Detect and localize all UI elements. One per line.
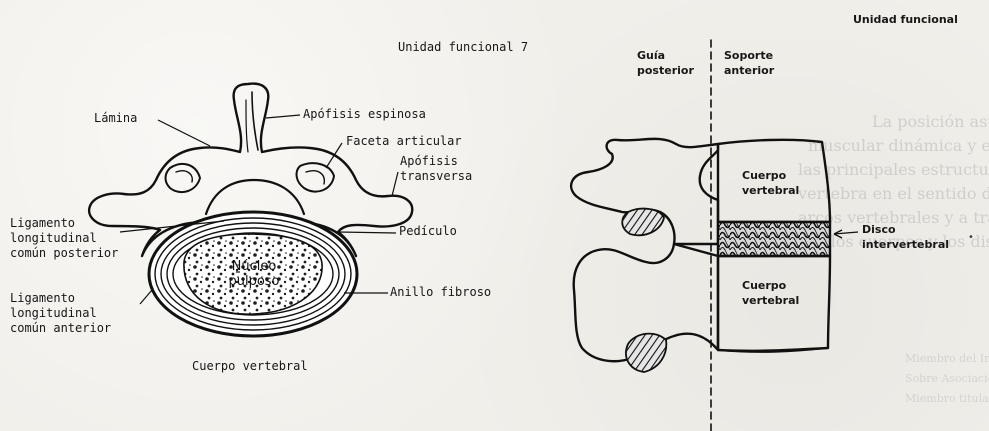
right-articular-facet xyxy=(297,163,334,191)
sagittal-unit xyxy=(571,40,830,431)
label-anillo-fibroso: Anillo fibroso xyxy=(390,285,491,300)
label-disco-intervertebral: Disco intervertebral xyxy=(862,222,949,252)
label-nucleo-pulposo: Núcleo pulposo xyxy=(216,259,292,289)
label-cuerpo-vertebral-top: Cuerpo vertebral xyxy=(742,168,799,198)
label-faceta-articular: Faceta articular xyxy=(346,134,462,149)
label-cuerpo-vertebral: Cuerpo vertebral xyxy=(192,359,308,374)
label-apofisis-transversa: Apófisis transversa xyxy=(400,154,472,184)
upper-facet-joint xyxy=(622,209,664,236)
label-guia-posterior: Guía posterior xyxy=(637,48,694,78)
label-soporte-anterior: Soporte anterior xyxy=(724,48,774,78)
lower-facet-joint xyxy=(626,334,666,372)
label-cuerpo-vertebral-bottom: Cuerpo vertebral xyxy=(742,278,799,308)
stray-mark: • xyxy=(968,232,974,243)
label-ligamento-anterior: Ligamento longitudinal común anterior xyxy=(10,291,111,336)
label-ligamento-posterior: Ligamento longitudinal común posterior xyxy=(10,216,118,261)
left-articular-facet xyxy=(166,164,201,192)
figure-title: Unidad funcional 7 xyxy=(398,40,528,55)
label-apofisis-espinosa: Apófisis espinosa xyxy=(303,107,426,122)
label-pediculo: Pedículo xyxy=(399,224,457,239)
spinal-canal xyxy=(206,180,304,214)
corner-header: Unidad funcional xyxy=(853,12,958,27)
label-lamina: Lámina xyxy=(94,111,137,126)
intervertebral-disc xyxy=(718,222,830,256)
